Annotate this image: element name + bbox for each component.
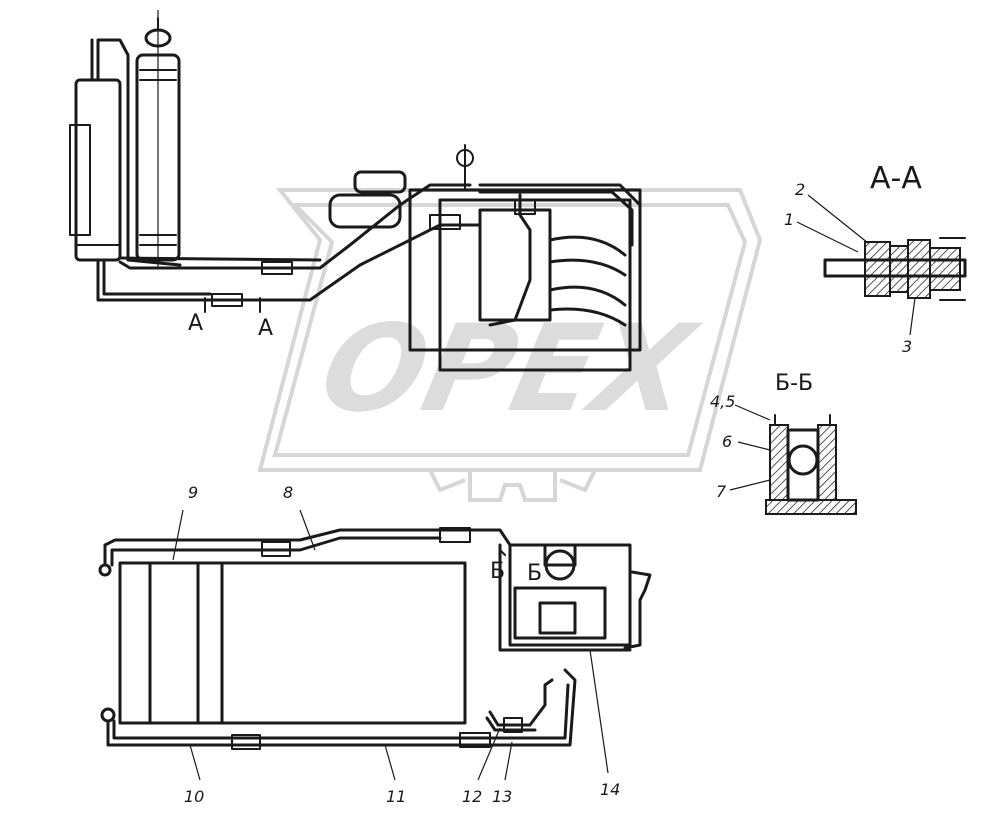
cut-mark-b-left: Б — [490, 559, 505, 584]
callout-2: 2 — [795, 180, 805, 199]
section-aa-detail — [796, 194, 967, 336]
section-aa-title: А-А — [870, 161, 922, 196]
cut-mark-a-left: А — [188, 311, 203, 336]
watermark-emblem: OPEX — [257, 188, 763, 502]
callout-4-5: 4,5 — [710, 392, 735, 411]
cut-mark-b-right: Б — [527, 561, 542, 586]
callout-13: 13 — [492, 787, 512, 806]
upper-assembly — [69, 10, 642, 372]
callout-3: 3 — [902, 337, 912, 356]
section-bb-detail — [729, 404, 857, 515]
callout-7: 7 — [716, 482, 727, 501]
lower-assembly — [98, 509, 652, 781]
section-bb-title: Б-Б — [775, 371, 813, 396]
callout-9: 9 — [188, 483, 198, 502]
callout-12: 12 — [462, 787, 482, 806]
callout-1: 1 — [784, 210, 794, 229]
callout-10: 10 — [184, 787, 204, 806]
cut-mark-a-right: А — [258, 316, 273, 341]
callout-6: 6 — [722, 432, 732, 451]
callout-14: 14 — [600, 780, 620, 799]
callout-11: 11 — [386, 787, 406, 806]
callout-8: 8 — [283, 483, 293, 502]
